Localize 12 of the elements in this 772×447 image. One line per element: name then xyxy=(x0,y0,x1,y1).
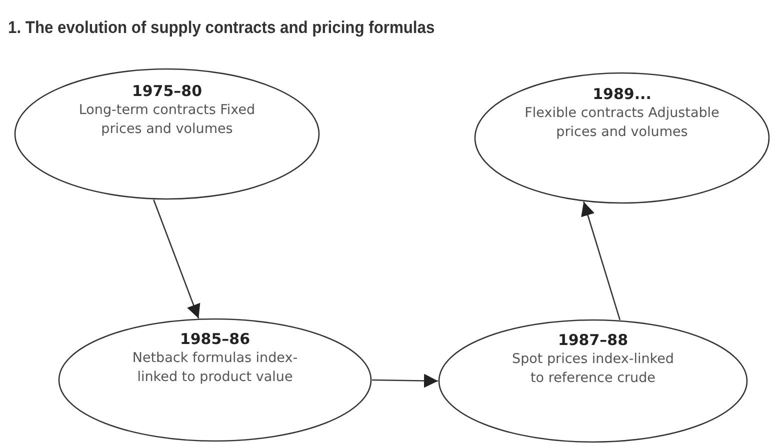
description-text: Flexible contracts Adjustable prices and volumes xyxy=(524,104,720,142)
diagram-title: 1. The evolution of supply contracts and pricing formulas xyxy=(8,18,435,38)
period-heading: 1987–88 xyxy=(558,331,628,350)
period-heading: 1989... xyxy=(592,85,652,104)
period-heading: 1975–80 xyxy=(132,82,202,101)
description-text: Long-term contracts Fixed prices and volumes xyxy=(78,101,256,139)
description-text: Netback formulas index-linked to product value xyxy=(131,349,299,387)
arrow xyxy=(372,374,438,388)
arrow xyxy=(153,200,200,319)
arrow xyxy=(581,202,621,320)
description-text: Spot prices index-linked to reference crude xyxy=(511,350,675,388)
period-heading: 1985–86 xyxy=(180,330,250,349)
